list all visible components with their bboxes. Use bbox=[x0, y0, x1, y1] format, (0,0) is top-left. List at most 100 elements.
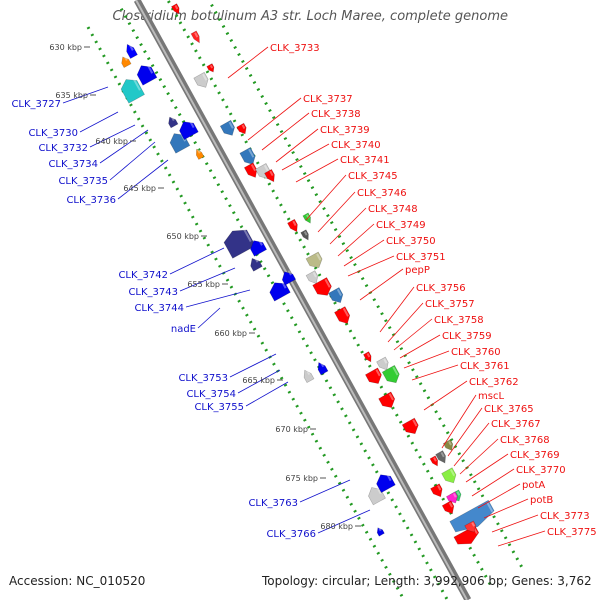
gene-label-reverse[interactable]: mscL bbox=[478, 391, 504, 402]
gene-label-forward[interactable]: CLK_3730 bbox=[28, 128, 78, 139]
gene-label-forward[interactable]: CLK_3753 bbox=[178, 373, 228, 384]
gene-label-reverse[interactable]: CLK_3749 bbox=[376, 220, 426, 231]
gene-feature[interactable] bbox=[364, 367, 384, 387]
gene-feature[interactable] bbox=[401, 417, 421, 437]
gene-label-reverse[interactable]: CLK_3757 bbox=[425, 299, 475, 310]
gene-feature[interactable] bbox=[305, 270, 321, 286]
kbp-tick-label: 650 kbp bbox=[166, 232, 199, 241]
gene-label-forward[interactable]: CLK_3735 bbox=[58, 176, 108, 187]
gene-feature[interactable] bbox=[206, 63, 216, 74]
gene-feature[interactable] bbox=[363, 351, 373, 364]
gene-labels[interactable]: CLK_3727CLK_3730CLK_3732CLK_3734CLK_3735… bbox=[11, 43, 596, 540]
gene-label-forward[interactable]: CLK_3727 bbox=[11, 99, 61, 110]
gene-label-reverse[interactable]: CLK_3751 bbox=[396, 252, 446, 263]
gene-feature[interactable] bbox=[279, 269, 297, 286]
gene-label-reverse[interactable]: CLK_3760 bbox=[451, 347, 501, 358]
map-title: Clostridium botulinum A3 str. Loch Maree… bbox=[112, 9, 508, 24]
gene-feature[interactable] bbox=[374, 471, 396, 494]
gene-feature[interactable] bbox=[430, 483, 446, 499]
gene-feature[interactable] bbox=[264, 168, 278, 183]
gene-label-forward[interactable]: CLK_3755 bbox=[194, 402, 244, 413]
gene-feature[interactable] bbox=[248, 256, 263, 272]
gene-feature[interactable] bbox=[300, 229, 311, 242]
gene-label-forward[interactable]: CLK_3736 bbox=[66, 195, 116, 206]
gene-label-reverse[interactable]: CLK_3762 bbox=[469, 377, 519, 388]
gene-feature[interactable] bbox=[435, 450, 449, 465]
gene-feature[interactable] bbox=[312, 277, 335, 300]
gene-label-reverse[interactable]: CLK_3765 bbox=[484, 404, 534, 415]
gene-feature[interactable] bbox=[243, 162, 260, 180]
gene-label-forward[interactable]: CLK_3744 bbox=[134, 303, 184, 314]
gene-label-reverse[interactable]: CLK_3775 bbox=[547, 527, 597, 538]
gene-feature[interactable] bbox=[119, 55, 132, 69]
gene-label-forward[interactable]: CLK_3754 bbox=[186, 389, 236, 400]
gene-label-forward[interactable]: CLK_3766 bbox=[266, 529, 316, 540]
gene-label-reverse[interactable]: potB bbox=[530, 495, 553, 506]
gene-feature[interactable] bbox=[441, 467, 459, 486]
gene-label-forward[interactable]: nadE bbox=[171, 324, 196, 335]
gene-label-forward[interactable]: CLK_3743 bbox=[128, 287, 178, 298]
gene-label-reverse[interactable]: CLK_3767 bbox=[491, 419, 541, 430]
gene-feature[interactable] bbox=[378, 391, 398, 411]
gene-feature[interactable] bbox=[134, 62, 158, 86]
gene-label-forward[interactable]: CLK_3742 bbox=[118, 270, 168, 281]
gene-label-forward[interactable]: CLK_3732 bbox=[38, 143, 88, 154]
gene-label-reverse[interactable]: CLK_3770 bbox=[516, 465, 566, 476]
gene-label-forward[interactable]: CLK_3734 bbox=[48, 159, 98, 170]
gene-feature[interactable] bbox=[442, 439, 455, 453]
gene-feature[interactable] bbox=[194, 148, 205, 160]
gene-label-reverse[interactable]: CLK_3738 bbox=[311, 109, 361, 120]
gene-label-reverse[interactable]: CLK_3750 bbox=[386, 236, 436, 247]
gene-feature[interactable] bbox=[124, 42, 138, 59]
gene-feature[interactable] bbox=[248, 237, 268, 257]
gene-feature[interactable] bbox=[171, 3, 181, 16]
gene-feature[interactable] bbox=[464, 520, 479, 535]
gene-feature[interactable] bbox=[236, 122, 249, 136]
gene-feature[interactable] bbox=[334, 306, 352, 327]
gene-feature[interactable] bbox=[267, 278, 291, 302]
gene-feature[interactable] bbox=[177, 118, 199, 140]
gene-feature[interactable] bbox=[239, 147, 258, 167]
gene-feature[interactable] bbox=[219, 119, 237, 138]
gene-label-reverse[interactable]: CLK_3733 bbox=[270, 43, 320, 54]
gene-label-reverse[interactable]: CLK_3746 bbox=[357, 188, 407, 199]
gene-label-reverse[interactable]: CLK_3768 bbox=[500, 435, 550, 446]
leader-line bbox=[299, 479, 351, 503]
gene-label-reverse[interactable]: CLK_3737 bbox=[303, 94, 353, 105]
gene-label-reverse[interactable]: CLK_3773 bbox=[540, 511, 590, 522]
gene-feature[interactable] bbox=[118, 75, 145, 104]
gene-label-reverse[interactable]: CLK_3758 bbox=[434, 315, 484, 326]
gene-label-reverse[interactable]: CLK_3740 bbox=[331, 140, 381, 151]
gene-label-reverse[interactable]: CLK_3748 bbox=[368, 204, 418, 215]
gene-feature[interactable] bbox=[301, 368, 315, 384]
gene-feature[interactable] bbox=[193, 71, 211, 90]
gene-label-reverse[interactable]: potA bbox=[522, 480, 545, 491]
gene-label-reverse[interactable]: CLK_3761 bbox=[460, 361, 510, 372]
gene-label-reverse[interactable]: CLK_3745 bbox=[348, 171, 398, 182]
gene-feature[interactable] bbox=[445, 491, 460, 506]
gene-label-reverse[interactable]: CLK_3741 bbox=[340, 155, 390, 166]
gene-label-reverse[interactable]: CLK_3756 bbox=[416, 283, 466, 294]
leader-line bbox=[261, 112, 310, 151]
gene-feature[interactable] bbox=[429, 455, 440, 468]
gene-label-reverse[interactable]: CLK_3739 bbox=[320, 125, 370, 136]
gene-label-forward[interactable]: CLK_3763 bbox=[248, 498, 298, 509]
gene-feature[interactable] bbox=[190, 30, 202, 44]
gene-feature[interactable] bbox=[381, 364, 402, 386]
gene-feature[interactable] bbox=[315, 361, 329, 376]
gene-feature[interactable] bbox=[305, 251, 325, 271]
gene-feature[interactable] bbox=[328, 287, 346, 306]
leader-line bbox=[281, 143, 330, 171]
gene-label-reverse[interactable]: pepP bbox=[405, 265, 430, 276]
leader-line bbox=[483, 498, 529, 519]
gene-feature[interactable] bbox=[221, 225, 256, 259]
gene-feature[interactable] bbox=[441, 500, 457, 516]
gene-feature[interactable] bbox=[302, 212, 313, 225]
gene-feature[interactable] bbox=[375, 526, 385, 537]
gene-feature[interactable] bbox=[287, 218, 301, 233]
leader-line bbox=[403, 350, 450, 369]
gene-label-reverse[interactable]: CLK_3759 bbox=[442, 331, 492, 342]
gene-label-reverse[interactable]: CLK_3769 bbox=[510, 450, 560, 461]
gene-feature[interactable] bbox=[166, 115, 179, 129]
gene-feature[interactable] bbox=[376, 356, 392, 372]
